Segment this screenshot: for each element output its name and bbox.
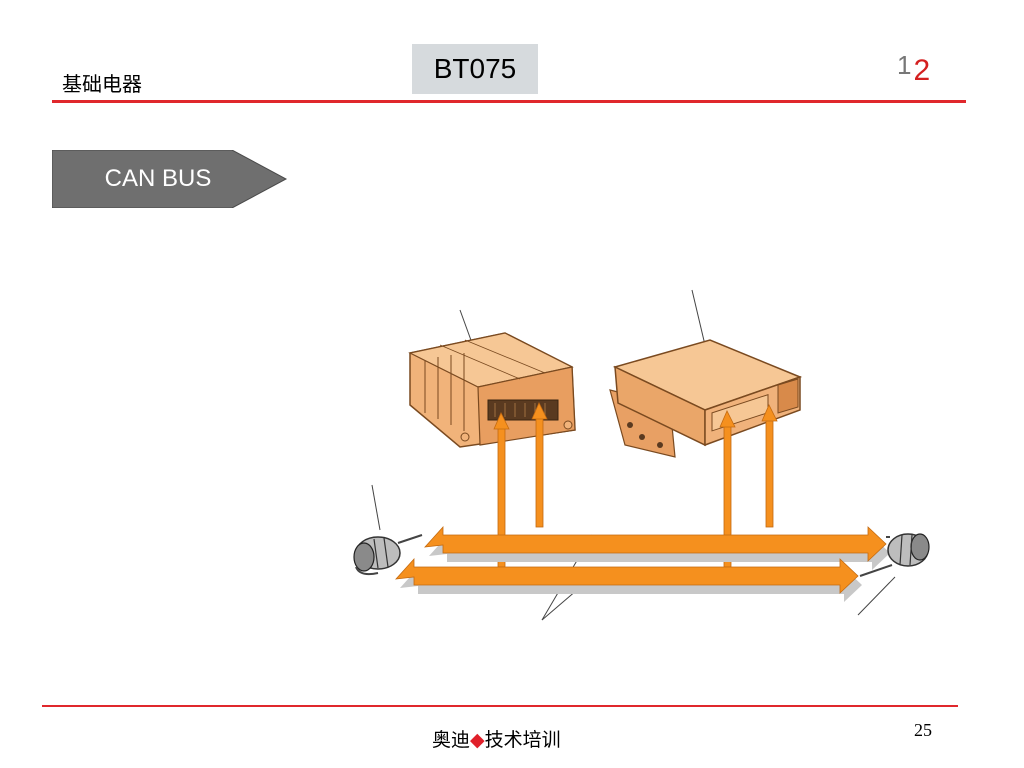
can-low-wire: [394, 557, 862, 602]
slide-number: 25: [914, 720, 932, 740]
tag-arrow-shape: [52, 150, 288, 208]
terminating-resistor-right: [859, 533, 930, 577]
course-code: BT075: [433, 53, 517, 84]
leader-line-resistor-right: [857, 576, 896, 616]
footer-divider: [42, 705, 958, 707]
diamond-icon: ◆: [470, 729, 485, 751]
topic-tag-label: CAN BUS: [104, 165, 212, 192]
footer-subtitle: 技术培训: [484, 729, 561, 751]
terminating-resistor-left: [353, 534, 423, 576]
control-unit-left: [408, 332, 576, 448]
page-indicator: 12: [897, 48, 930, 87]
leader-line-ecu-left: [459, 309, 473, 344]
section-title: 基础电器: [62, 72, 142, 96]
leader-line-resistor-left: [371, 484, 381, 531]
can-high-wire: [423, 525, 890, 570]
page-indicator-current: 1: [897, 50, 912, 80]
can-bus-diagram: [330, 285, 940, 634]
topic-tag: CAN BUS: [52, 150, 288, 208]
page-indicator-next: 2: [913, 54, 931, 87]
leader-line-ecu-right: [691, 289, 706, 346]
header-divider: [52, 100, 966, 103]
course-code-badge: BT075: [412, 44, 538, 94]
bus-taps: [493, 402, 778, 568]
control-unit-right: [609, 339, 803, 458]
footer-brand: 奥迪: [432, 729, 471, 751]
footer-caption: 奥迪◆技术培训: [432, 725, 561, 752]
